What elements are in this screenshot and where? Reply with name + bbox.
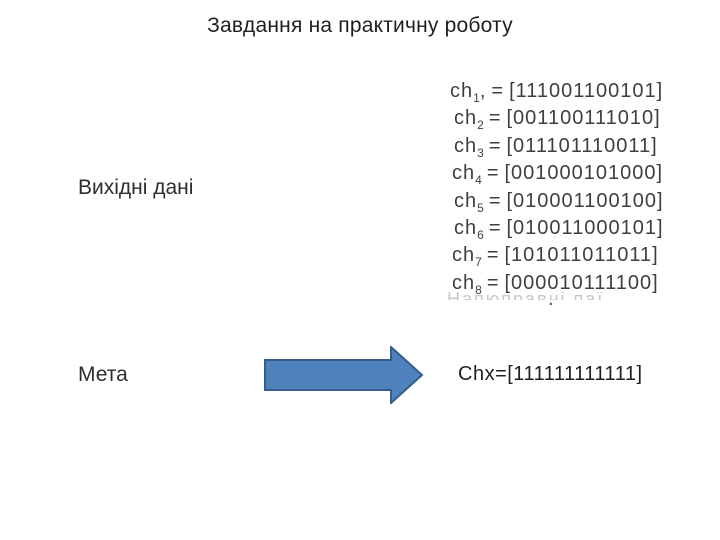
- right-arrow-shape: [264, 344, 424, 406]
- equation-row: ch6=[010011000101]: [454, 215, 664, 242]
- equation-row: ch2=[001100111010]: [454, 105, 664, 132]
- binary-vector: [010001100100]: [506, 189, 664, 212]
- cropped-text-artifact-bottom: Напюправні паї: [447, 290, 605, 300]
- cropped-dot-artifact: .: [548, 288, 554, 310]
- equation-row: ch3=[011101110011]: [454, 133, 664, 160]
- equation-label: ch6: [454, 216, 484, 242]
- equation-label: ch5: [454, 189, 484, 215]
- result-vector: Chx=[111111111111]: [458, 363, 643, 385]
- binary-vector: [001000101000]: [504, 162, 664, 185]
- equation-row: ch7=[101011011011]: [452, 242, 664, 269]
- equation-row: ch1,=[111001100101]: [450, 78, 664, 105]
- binary-vector: [000010111100]: [504, 271, 659, 294]
- binary-vector: [101011011011]: [504, 244, 659, 267]
- binary-vector: [011101110011]: [506, 134, 658, 157]
- equation-row: ch4=[001000101000]: [452, 160, 664, 187]
- equation-row: ch8=[000010111100]: [452, 270, 664, 297]
- equation-label: ch1,: [450, 80, 487, 105]
- equals-sign: =: [491, 80, 505, 102]
- equations-image: ch1,=[111001100101] ch2=[001100111010] c…: [448, 78, 664, 297]
- equals-sign: =: [486, 244, 500, 267]
- label-initial-data: Вихідні дані: [78, 176, 194, 199]
- equals-sign: =: [488, 107, 502, 130]
- equals-sign: =: [486, 271, 500, 294]
- cropped-text-artifact-top: · – · · –: [545, 62, 645, 70]
- equation-label: ch2: [454, 107, 484, 133]
- slide-title: Завдання на практичну роботу: [207, 14, 513, 37]
- equals-sign: =: [488, 189, 502, 212]
- binary-vector: [001100111010]: [506, 107, 661, 130]
- equation-label: ch8: [452, 271, 482, 297]
- binary-vector: [010011000101]: [506, 216, 664, 239]
- equals-sign: =: [488, 134, 502, 157]
- equals-sign: =: [488, 216, 502, 239]
- equation-label: ch4: [452, 162, 482, 188]
- equals-sign: =: [486, 162, 500, 185]
- binary-vector: [111001100101]: [509, 80, 664, 102]
- right-arrow-icon: [264, 344, 424, 406]
- equation-row: ch5=[010001100100]: [454, 188, 664, 215]
- equation-label: ch3: [454, 134, 484, 160]
- label-goal: Мета: [78, 363, 128, 386]
- equation-label: ch7: [452, 244, 482, 270]
